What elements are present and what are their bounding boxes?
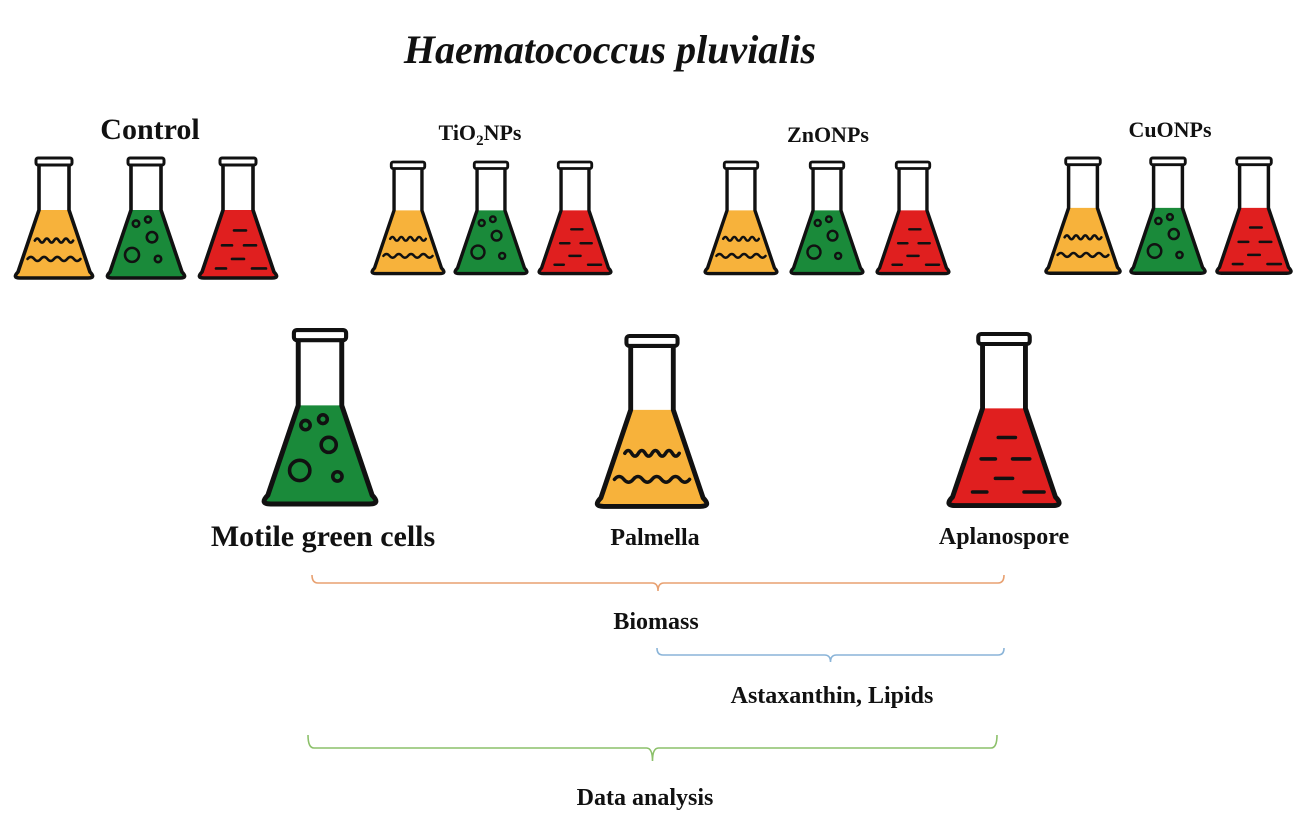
brace-biomass [311, 574, 1005, 592]
flask-tio2-orange [370, 160, 446, 276]
group-label-tio2-suffix: NPs [483, 120, 522, 145]
group-label-tio2: TiO2NPs [439, 120, 522, 150]
flask-control-red [197, 156, 279, 280]
group-label-tio2-subscript: 2 [476, 133, 484, 149]
brace-astaxanthin-lipids [656, 647, 1005, 663]
flask-zno-green [789, 160, 865, 276]
flask-control-green [105, 156, 187, 280]
stage-label-aplanospore: Aplanospore [938, 524, 1070, 550]
flask-cuo-red [1215, 156, 1293, 275]
stage-label-motile: Motile green cells [210, 520, 436, 553]
group-label-cuo: CuONPs [1128, 117, 1212, 142]
brace-label-data-analysis: Data analysis [576, 785, 714, 811]
brace-data-analysis [307, 734, 998, 762]
flask-tio2-green [453, 160, 529, 276]
diagram-title: Haematococcus pluvialis [403, 27, 817, 72]
flask-palmella [594, 333, 710, 509]
stage-label-palmella: Palmella [610, 525, 700, 551]
group-label-tio2-prefix: TiO [438, 120, 477, 145]
brace-label-astaxanthin-lipids: Astaxanthin, Lipids [730, 683, 934, 709]
flask-tio2-red [537, 160, 613, 276]
flask-motile-green-cells [261, 327, 379, 507]
flask-zno-orange [703, 160, 779, 276]
flask-aplanospore [946, 331, 1062, 509]
flask-cuo-orange [1044, 156, 1122, 275]
flask-zno-red [875, 160, 951, 276]
flask-cuo-green [1129, 156, 1207, 275]
group-label-zno: ZnONPs [787, 122, 869, 147]
flask-control-orange [13, 156, 95, 280]
group-label-control: Control [100, 113, 200, 146]
brace-label-biomass: Biomass [613, 609, 699, 635]
